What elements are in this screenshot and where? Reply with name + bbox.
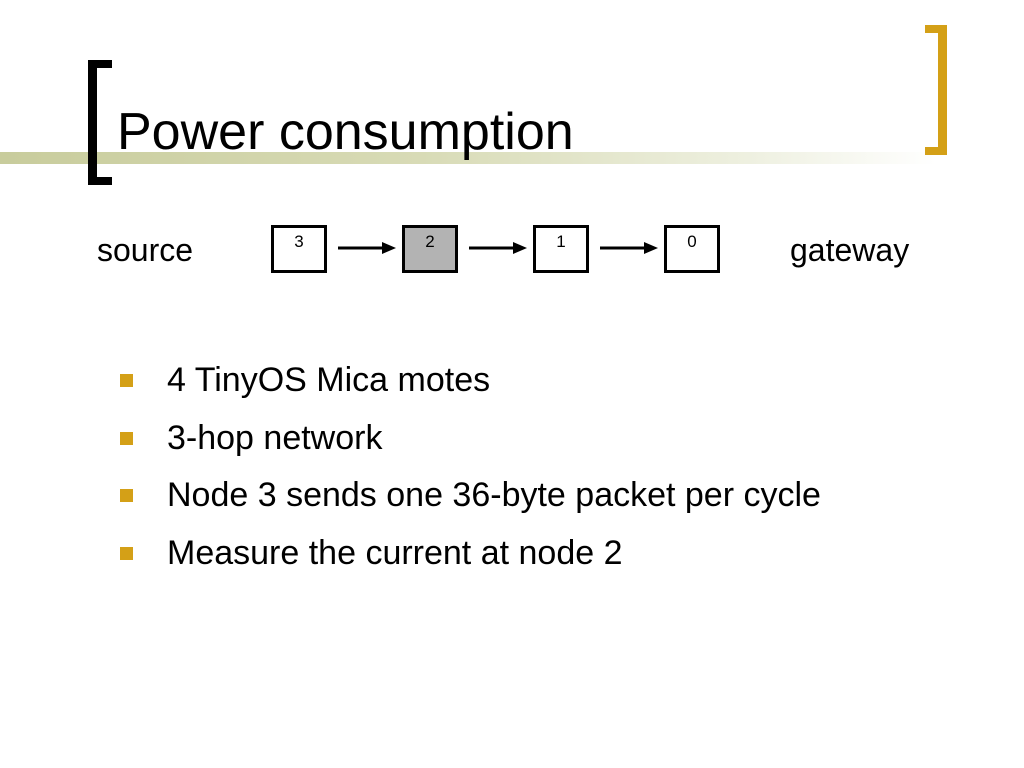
square-bullet-icon	[120, 489, 133, 502]
bullet-text: 3-hop network	[167, 418, 383, 457]
bullet-text: Measure the current at node 2	[167, 533, 623, 572]
gateway-label: gateway	[790, 232, 910, 268]
right-bracket-decoration	[925, 25, 947, 155]
square-bullet-icon	[120, 374, 133, 387]
title-underline-band	[0, 152, 936, 164]
bullet-text: 4 TinyOS Mica motes	[167, 361, 491, 399]
node-2: 2	[402, 225, 458, 273]
node-0: 0	[664, 225, 720, 273]
square-bullet-icon	[120, 431, 133, 445]
bullet-text: Node 3 sends one 36-byte packet per cycl…	[167, 476, 821, 514]
node-3: 3	[271, 225, 327, 273]
slide-title: Power consumption	[117, 103, 574, 161]
left-bracket-decoration	[88, 60, 112, 185]
node-1: 1	[533, 225, 589, 273]
source-label: source	[97, 232, 194, 268]
square-bullet-icon	[120, 546, 133, 560]
arrow-3-to-2	[338, 242, 396, 254]
arrow-1-to-0	[600, 242, 658, 254]
arrow-2-to-1	[469, 242, 527, 254]
